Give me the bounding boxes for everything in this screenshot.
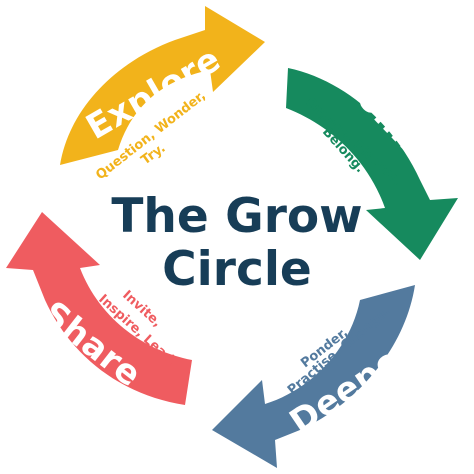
deepen-segment: Deepen Ponder, Practise, Change. [212,285,429,468]
connect-arrow [286,68,458,260]
deepen-arrow [212,285,415,468]
center-title-line2: Circle [162,242,312,297]
center-title-line1: The Grow [111,189,362,244]
explore-segment: Explore Question, Wonder, Try. [60,6,265,183]
share-arrow [6,212,192,405]
explore-arrow [60,6,265,165]
